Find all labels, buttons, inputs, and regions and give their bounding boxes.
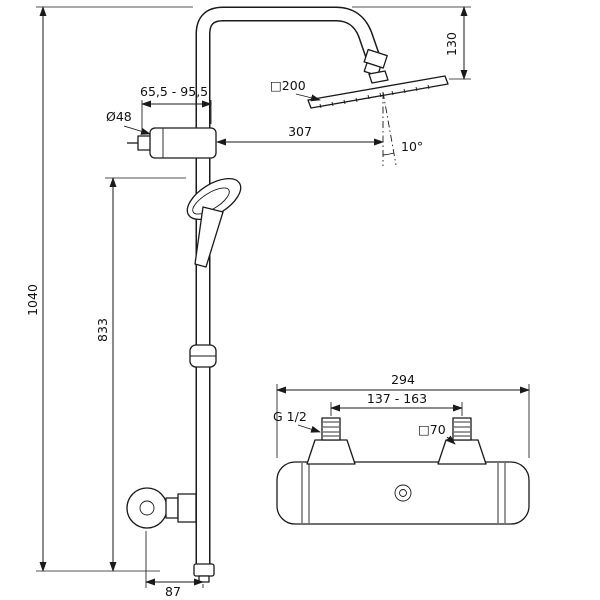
dim-inlet-spacing: 137 - 163 bbox=[330, 391, 463, 416]
mixer-width-label: 294 bbox=[391, 372, 415, 387]
dim-mixer-width: 294 bbox=[276, 372, 530, 458]
dim-bracket-diameter: Ø48 bbox=[106, 109, 151, 135]
elbow-nut-large bbox=[177, 493, 197, 523]
dim-inlet-thread: G 1/2 bbox=[273, 409, 321, 433]
bracket-range-label: 65,5 - 95,5 bbox=[140, 84, 208, 99]
horizontal-reach-label: 307 bbox=[288, 124, 312, 139]
right-escutcheon bbox=[437, 439, 487, 465]
dim-escutcheon-size: □70 bbox=[418, 422, 456, 445]
left-escutcheon bbox=[306, 439, 356, 465]
wall-to-pipe-label: 87 bbox=[165, 584, 181, 599]
escutcheon-size-label: □70 bbox=[418, 422, 446, 437]
dim-wall-to-pipe: 87 bbox=[145, 531, 204, 599]
right-inlet-thread bbox=[452, 417, 472, 441]
wall-elbow bbox=[126, 487, 197, 529]
elbow-nut-small bbox=[165, 497, 179, 519]
head-size-label: □200 bbox=[270, 78, 306, 93]
elbow-flange bbox=[126, 487, 168, 529]
dimension-annotations: 1040 833 65,5 - 95,5 Ø48 307 10° bbox=[25, 6, 471, 599]
riser-pipe-inner bbox=[197, 8, 380, 572]
rail-slider bbox=[189, 344, 217, 368]
dim-head-offset: 130 bbox=[352, 6, 471, 80]
dim-total-height: 1040 bbox=[25, 6, 193, 572]
angle-arc bbox=[382, 152, 395, 156]
mixer-front-view: 294 137 - 163 G 1/2 □70 bbox=[273, 372, 530, 525]
dim-head-angle: 10° bbox=[401, 139, 423, 154]
head-stem bbox=[368, 70, 389, 84]
bracket-diameter-label: Ø48 bbox=[106, 109, 132, 124]
hand-shower bbox=[186, 177, 242, 268]
spray-nozzles-icon bbox=[319, 84, 430, 109]
shower-column-side-view bbox=[126, 6, 449, 583]
total-height-label: 1040 bbox=[25, 284, 40, 316]
dim-bracket-range: 65,5 - 95,5 bbox=[140, 84, 212, 132]
dim-horizontal-reach: 307 bbox=[216, 124, 384, 146]
left-inlet-thread bbox=[321, 417, 341, 441]
dim-rail-height: 833 bbox=[95, 177, 186, 572]
head-offset-label: 130 bbox=[444, 32, 459, 56]
inlet-thread-label: G 1/2 bbox=[273, 409, 307, 424]
hose-fitting bbox=[193, 563, 215, 583]
inlet-spacing-label: 137 - 163 bbox=[367, 391, 427, 406]
mixer-center-button bbox=[394, 484, 412, 502]
bracket-body bbox=[149, 127, 217, 159]
head-angle-label: 10° bbox=[401, 139, 423, 154]
hand-shower-handle bbox=[194, 206, 224, 268]
hand-shower-face bbox=[192, 187, 230, 215]
wall-bracket bbox=[127, 127, 217, 159]
dim-head-size: □200 bbox=[270, 78, 321, 102]
overhead-shower-head bbox=[307, 75, 449, 109]
mixer-body bbox=[276, 461, 530, 525]
rail-height-label: 833 bbox=[95, 318, 110, 342]
